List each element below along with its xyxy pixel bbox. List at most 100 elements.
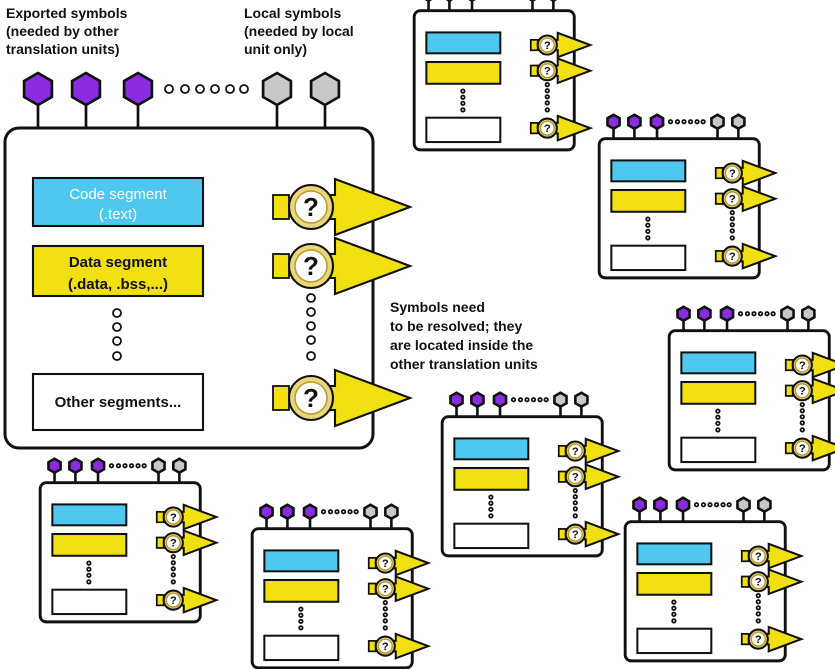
exported-symbol-hexagon-icon [122,71,154,107]
unresolved-question-mark: ? [544,123,551,135]
data-segment-box [680,380,757,405]
unresolved-question-icon [794,357,810,373]
ellipsis-dot [544,100,550,106]
ellipsis-dot [715,427,721,433]
main-unit-labels: Code segment (.text) Data segment (.data… [55,186,182,411]
data-segment-box [263,578,340,603]
other-segments-box [453,522,530,550]
local-symbol-hexagon-icon [384,503,399,521]
ellipsis-dot [715,414,721,420]
ellipsis-dot [517,397,524,403]
unresolved-question-mark: ? [572,472,579,484]
socket-stub [714,250,724,263]
ellipsis-dot [298,606,304,612]
ellipsis-dot [382,606,388,612]
ellipsis-dot [671,599,677,605]
socket-stub [714,166,724,180]
ellipsis-dot [729,235,735,241]
local-symbol-hexagon-icon [574,391,589,409]
unresolved-question-mark: ? [170,538,177,550]
ellipsis-dot [799,414,805,420]
resolve-caption-line: are located inside the [390,337,534,353]
ellipsis-dot [694,119,700,125]
ellipsis-dot [544,94,550,100]
unresolved-question-mark: ? [799,386,806,398]
unresolved-question-icon [294,381,328,415]
ellipsis-dot [751,311,757,317]
ellipsis-dot [543,397,549,403]
ellipsis-dot [755,593,761,599]
local-symbol-hexagon-icon [731,113,746,131]
unresolved-question-icon [539,120,555,136]
exported-symbol-hexagon-icon [606,113,621,131]
ellipsis-dot [770,311,776,317]
socket-stub [529,122,539,135]
ellipsis-dot [488,500,494,506]
ellipsis-dot [799,402,805,408]
exported-symbol-hexagon-icon [68,457,83,475]
unresolved-question-icon [567,526,583,542]
ellipsis-dot [799,420,805,426]
local-symbol-hexagon-icon [801,305,816,323]
ellipsis-dot [141,463,147,469]
unresolved-question-icon [377,555,393,571]
exported-symbol-hexagon-icon [675,496,691,514]
unresolved-question-mark: ? [303,383,319,413]
code-segment-box [425,31,502,55]
resolve-caption-line: Symbols need [390,299,485,315]
ellipsis-dot [112,322,122,332]
ellipsis-dot [382,625,388,631]
unresolved-question-mark: ? [572,446,579,458]
socket-stub [740,633,750,646]
unresolved-question-icon [294,190,328,224]
other-segments-label: Other segments... [55,394,182,411]
data-segment-subtitle: (.data, .bss,...) [68,276,168,293]
ellipsis-dot [170,579,176,585]
unresolved-question-icon [750,548,766,564]
socket-stub [714,192,724,205]
code-segment-title: Code segment [69,186,167,203]
exported-symbol-hexagon-icon [676,305,691,323]
ellipsis-dot [128,463,135,469]
exported-symbol-hexagon-icon [445,0,454,3]
unresolved-question-icon [567,443,583,459]
translation-units: ???????????????????????? [3,0,835,669]
ellipsis-dot [115,463,122,469]
socket-stub [784,384,794,397]
ellipsis-dot [757,311,764,317]
unresolved-question-icon [724,248,740,264]
ellipsis-dot [170,566,176,572]
local-symbol-hexagon-icon [261,71,293,107]
ellipsis-dot [488,513,494,519]
local-symbol-hexagon-icon [549,0,558,3]
ellipsis-dot [674,119,681,125]
ellipsis-dot [799,408,805,414]
ellipsis-dot [510,397,517,403]
ellipsis-dot [382,600,388,606]
exported-symbol-hexagon-icon [492,391,508,409]
unresolved-question-icon [750,631,766,647]
ellipsis-dot [86,572,92,578]
translation-unit: ??? [667,305,835,472]
code-segment-box [636,542,713,566]
ellipsis-dot [320,509,327,515]
unresolved-question-mark: ? [799,443,806,455]
ellipsis-dot [729,210,735,216]
ellipsis-dot [327,509,334,515]
ellipsis-dot [298,625,304,631]
socket-stub [367,556,377,570]
ellipsis-dot [108,463,115,469]
local-caption-line: Local symbols [244,5,342,21]
exported-symbol-hexagon-icon [649,113,665,131]
ellipsis-dot [86,566,92,572]
local-symbol-hexagon-icon [528,0,537,3]
ellipsis-dot [537,397,543,403]
socket-stub [740,575,750,588]
ellipsis-dot [671,611,677,617]
translation-unit: ??? [623,496,805,663]
unresolved-question-icon [724,165,740,181]
unresolved-question-icon [377,581,393,597]
ellipsis-dot [713,502,720,508]
unresolved-question-mark: ? [544,40,551,52]
